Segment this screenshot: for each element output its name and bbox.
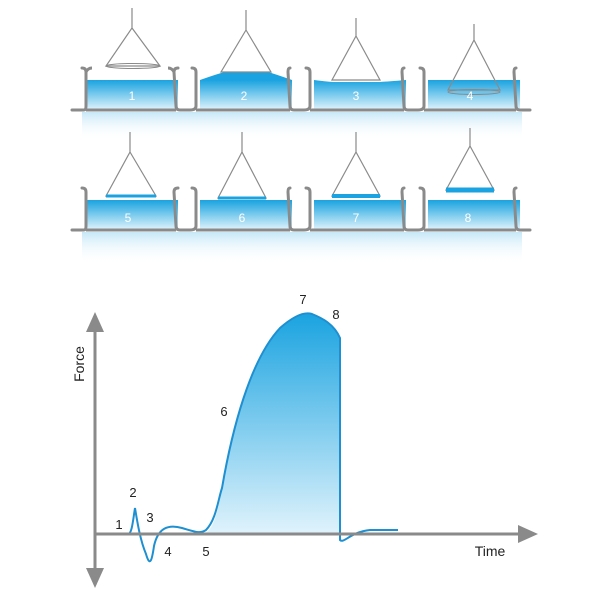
step-number-label: 8 (465, 211, 472, 225)
step-cell-2: 2 (200, 10, 292, 110)
step-number-label: 6 (239, 211, 246, 225)
liquid (428, 200, 520, 230)
liquid-reflection (82, 112, 522, 140)
container-walls (70, 186, 532, 232)
liquid (86, 200, 178, 230)
wilhelmy-plate (330, 18, 382, 81)
y-axis-arrow-up (86, 312, 104, 332)
liquid (200, 80, 292, 110)
point-label-2: 2 (129, 485, 136, 500)
step-number-label: 4 (467, 89, 474, 103)
step-cell-6: 6 (200, 132, 292, 230)
wilhelmy-plate (217, 132, 267, 199)
wilhelmy-plate (330, 132, 382, 197)
ring-bottom (447, 89, 501, 95)
step-cell-1: 1 (86, 8, 178, 110)
liquid (200, 200, 292, 230)
liquid (86, 80, 178, 110)
step-number-label: 1 (129, 89, 136, 103)
point-label-8: 8 (332, 307, 339, 322)
container-walls (70, 66, 532, 112)
step-cell-5: 5 (86, 132, 178, 230)
step-number-label: 2 (241, 89, 248, 103)
step-number-label: 3 (353, 89, 360, 103)
point-label-5: 5 (202, 544, 209, 559)
force-time-chart: Force Time 1 2 3 4 5 6 7 8 (71, 292, 538, 588)
point-label-1: 1 (115, 517, 122, 532)
step-number-label: 7 (353, 211, 360, 225)
x-axis-label: Time (475, 543, 506, 559)
meniscus (200, 72, 292, 80)
liquid (314, 80, 406, 110)
curve-fill (200, 313, 340, 534)
container-lip (84, 66, 176, 73)
point-label-3: 3 (146, 510, 153, 525)
wilhelmy-plate (219, 10, 273, 73)
step-cell-8: 8 (428, 128, 520, 230)
point-label-4: 4 (164, 544, 171, 559)
ring-bottom (105, 63, 161, 69)
y-axis-arrow-down (86, 568, 104, 588)
step-number-label: 5 (125, 211, 132, 225)
step-cell-7: 7 (314, 132, 406, 230)
step-cell-4: 4 (428, 24, 520, 110)
wilhelmy-plate (104, 132, 158, 197)
point-label-6: 6 (220, 404, 227, 419)
step-cell-3: 3 (314, 18, 406, 110)
liquid-reflection (82, 232, 522, 264)
step-row-2: 5 6 7 8 (70, 128, 532, 264)
liquid (314, 200, 406, 230)
y-axis-label: Force (71, 346, 87, 382)
x-axis-arrow (518, 525, 538, 543)
step-row-1: 1 2 3 4 (70, 8, 532, 140)
wilhelmy-plate (104, 8, 162, 67)
wilhelmy-plate (447, 24, 501, 91)
point-label-7: 7 (299, 292, 306, 307)
force-curve (100, 312, 398, 563)
